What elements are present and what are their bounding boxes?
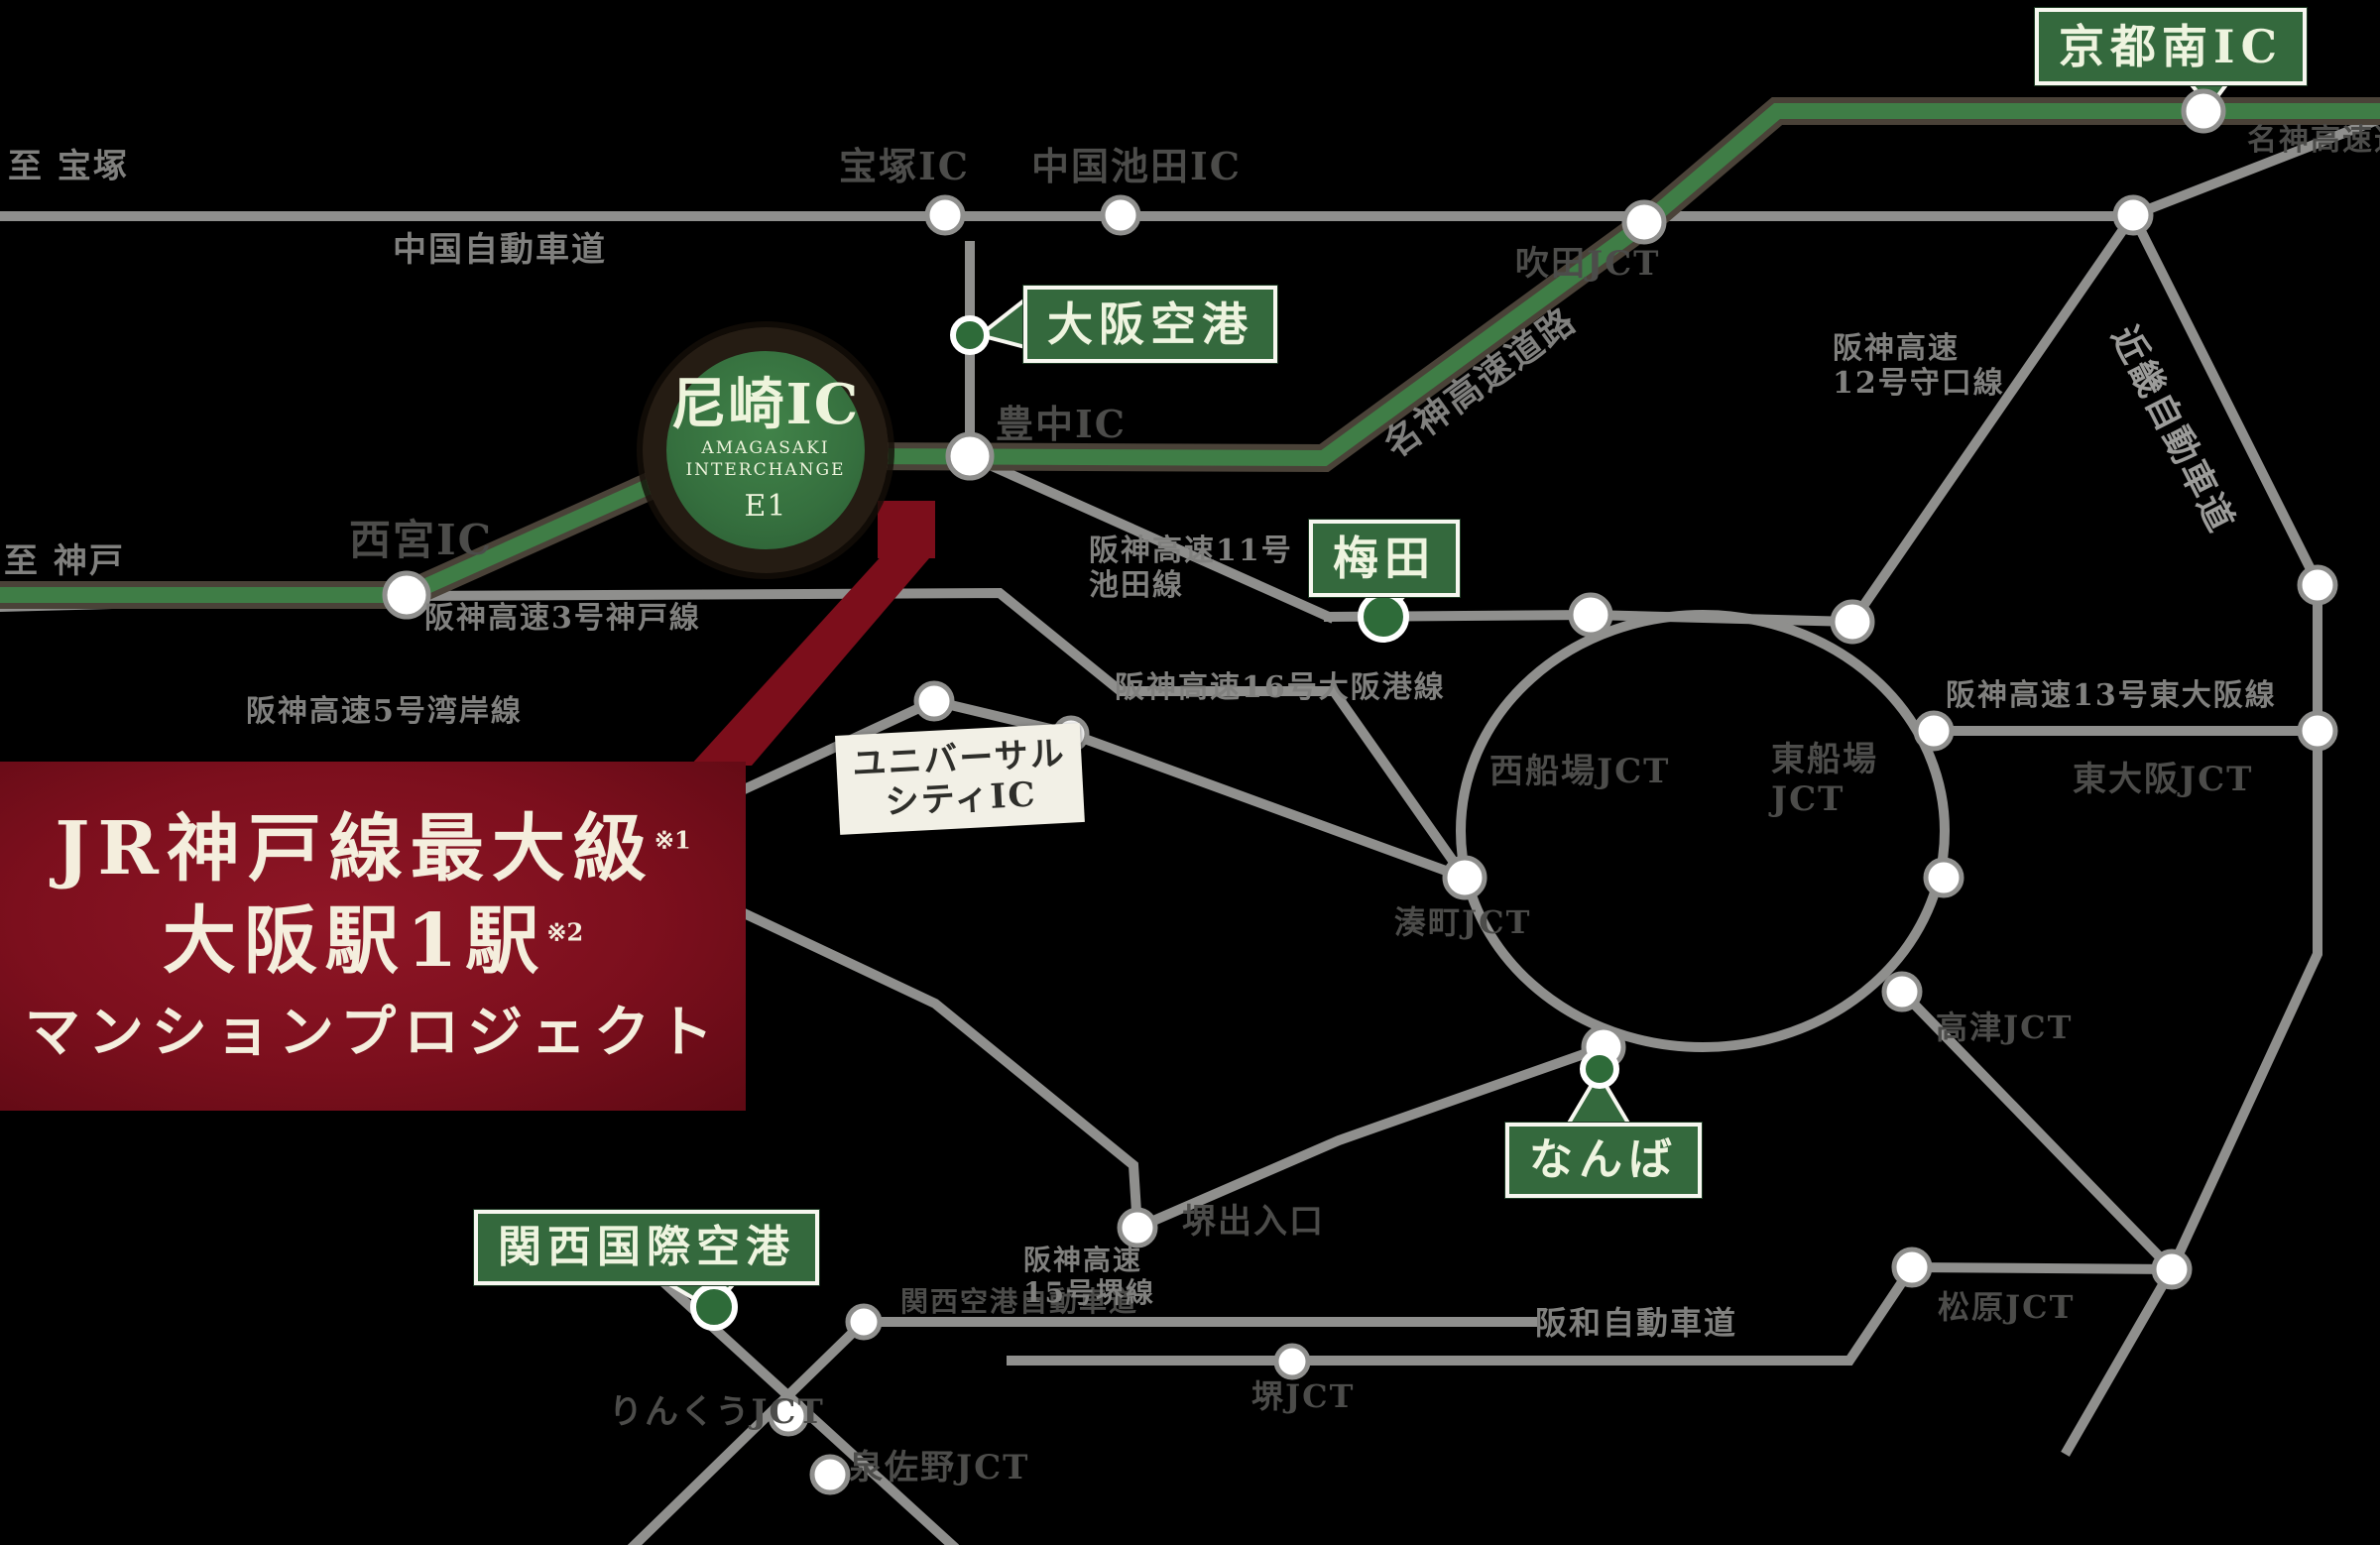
label-nishinomiya-ic: 西宮IC [349, 516, 494, 564]
road-loop-route [1456, 610, 1950, 1052]
road-hanwa-expwy [1007, 1261, 2178, 1366]
road-moriguchi-line [1845, 208, 2140, 629]
label-hanshin-13-higashiosaka: 阪神高速13号東大阪線 [1946, 678, 2277, 713]
label-to-takarazuka: 至 宝塚 [8, 147, 129, 186]
label-hanwa-expwy: 阪和自動車道 [1535, 1304, 1738, 1342]
node-airport-branch [845, 1303, 883, 1341]
node-osaka-airport [950, 315, 990, 355]
node-loop-east-lower [1923, 857, 1964, 898]
amagasaki-ic-title: 尼崎IC [670, 372, 861, 438]
node-tempozan [913, 680, 955, 722]
node-loop-se [1881, 971, 1923, 1012]
promo-banner: JR神戸線最大級※1 大阪駅1駅※2 マンションプロジェクト [0, 762, 746, 1111]
banner-line1: JR神戸線最大級※1 [55, 806, 691, 892]
label-minatomachi-jct: 湊町JCT [1394, 903, 1532, 941]
node-loop-east-upper [1913, 710, 1955, 752]
banner-line3: マンションプロジェクト [24, 1000, 722, 1066]
label-hanshin-11-ikeda: 阪神高速11号 池田線 [1089, 534, 1293, 604]
label-universal-city-ic: ユニバーサル シティIC [835, 723, 1086, 836]
label-kyotominami-ic: 京都南IC [2035, 8, 2308, 86]
node-higashiosaka-jct [2297, 710, 2338, 752]
road-matsubara-line [1894, 984, 2180, 1277]
label-higashisemba-jct: 東船場 JCT [1771, 740, 1878, 820]
node-kyotominami-ic [2181, 88, 2226, 134]
road-airport-diagonal-2 [627, 1314, 872, 1545]
node-loop-west [1442, 855, 1488, 900]
node-kinki-south-cross [2151, 1248, 2193, 1290]
node-chugoku-ikeda-ic [1100, 194, 1141, 236]
label-chugoku-expwy: 中国自動車道 [393, 230, 607, 270]
label-hanshin-3-kobe: 阪神高速3号神戸線 [424, 601, 701, 636]
label-to-kobe: 至 神戸 [4, 541, 125, 581]
label-kozu-jct: 高津JCT [1936, 1009, 2074, 1046]
label-meishin-clipped: 名神高速道路 [2247, 123, 2380, 158]
label-namba: なんば [1505, 1123, 1702, 1198]
node-kinki-upper [2297, 564, 2338, 606]
label-hanshin-15-sakai: 阪神高速 15号堺線 [1023, 1244, 1155, 1310]
site-callout-beam [690, 551, 935, 766]
node-matsubara-jct [1891, 1247, 1933, 1288]
amagasaki-ic-en: AMAGASAKI INTERCHANGE [685, 438, 846, 480]
banner-line2: 大阪駅1駅※2 [162, 897, 584, 984]
node-nishinomiya-ic [382, 570, 431, 620]
label-matsubara-jct: 松原JCT [1938, 1288, 2076, 1326]
node-rinku-jct [768, 1395, 809, 1437]
node-umeda [1358, 591, 1409, 643]
label-osaka-airport: 大阪空港 [1023, 286, 1277, 364]
site-marker-square [878, 501, 935, 558]
label-hanshin-16-osakako: 阪神高速16号大阪港線 [1115, 670, 1446, 705]
label-sakai-jct: 堺JCT [1251, 1377, 1356, 1415]
label-hanshin-5-wangan: 阪神高速5号湾岸線 [246, 694, 523, 729]
node-toyonaka-ic [945, 431, 995, 481]
label-umeda: 梅田 [1309, 520, 1460, 598]
road-kinki-corridor [2061, 113, 2380, 1457]
node-namba [1580, 1049, 1619, 1089]
amagasaki-ic-route-code: E1 [744, 488, 787, 524]
node-takarazuka-ic [924, 194, 966, 236]
node-suita-jct [1621, 199, 1667, 245]
label-takarazuka-ic: 宝塚IC [839, 144, 971, 188]
road-osakako-line [605, 695, 1472, 885]
label-izumisano-jct: 泉佐野JCT [849, 1448, 1030, 1487]
label-toyonaka-ic: 豊中IC [996, 402, 1128, 446]
node-sakai-jct [1273, 1343, 1311, 1380]
node-corridor-top [2112, 194, 2154, 236]
node-loop-top [1568, 592, 1613, 638]
label-chugoku-ikeda-ic: 中国池田IC [1031, 144, 1243, 188]
node-izumisano-jct [809, 1454, 851, 1495]
node-kansai-airport [690, 1283, 738, 1331]
label-kansai-airport: 関西国際空港 [474, 1210, 819, 1285]
label-suita-jct: 吹田JCT [1515, 244, 1661, 284]
label-nishisemba-jct: 西船場JCT [1489, 752, 1671, 791]
road-sakai-line [1130, 1040, 1610, 1235]
node-loop-ne [1830, 599, 1875, 645]
amagasaki-ic-medallion: 尼崎IC AMAGASAKI INTERCHANGE E1 [643, 327, 889, 573]
label-hanshin-12-moriguchi: 阪神高速 12号守口線 [1833, 331, 2005, 402]
label-sakai-exit: 堺出入口 [1182, 1202, 1325, 1242]
label-kansai-airport-expwy: 関西空港自動車道 [900, 1285, 1139, 1318]
label-rinku-jct: りんくうJCT [609, 1392, 825, 1432]
label-higashiosaka-jct: 東大阪JCT [2073, 760, 2254, 799]
node-sakai-exit [1117, 1207, 1158, 1248]
